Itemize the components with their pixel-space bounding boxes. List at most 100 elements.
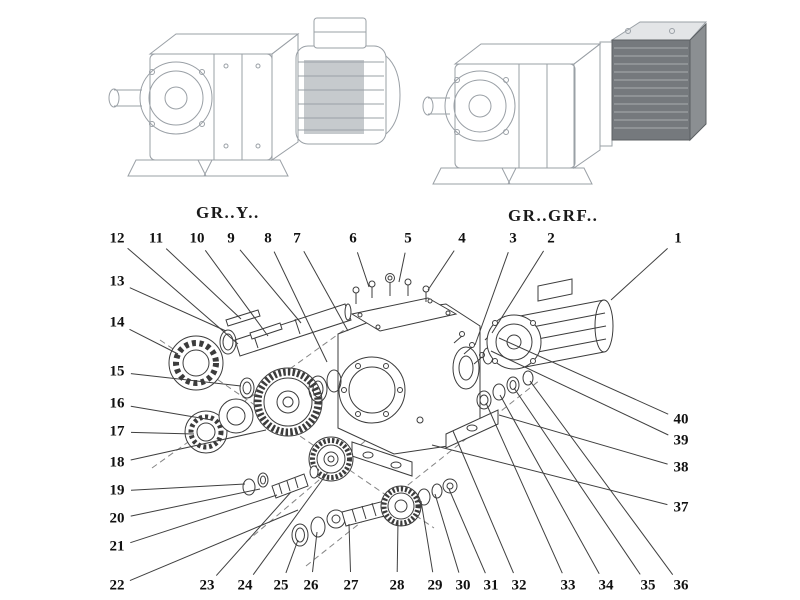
callout-number-30: 30	[456, 577, 471, 593]
part-gear-housing	[337, 297, 499, 477]
part-gear-medium	[308, 436, 354, 482]
leader-line-33	[485, 402, 563, 574]
part-motor	[486, 278, 614, 370]
leader-line-24	[252, 471, 329, 575]
callout-number-36: 36	[674, 577, 690, 593]
leader-line-4	[427, 250, 455, 291]
leader-line-11	[165, 248, 242, 320]
callout-number-7: 7	[293, 230, 301, 246]
leader-line-15	[130, 373, 242, 387]
part-retainer-rings	[417, 478, 458, 506]
callout-number-12: 12	[110, 230, 125, 246]
figure-title-gr-y: GR..Y..	[196, 203, 260, 222]
callout-number-31: 31	[484, 577, 499, 593]
part-pinion-small	[271, 465, 319, 499]
motor-assembled	[295, 17, 401, 145]
leader-line-6	[356, 252, 370, 288]
shaft-key-slot	[249, 322, 283, 340]
figure-title-gr-grf: GR..GRF..	[508, 206, 599, 225]
mounting-foot	[203, 159, 289, 177]
callout-number-26: 26	[304, 577, 320, 593]
leader-line-9	[239, 249, 302, 324]
callout-number-19: 19	[110, 482, 125, 498]
assembled-unit-gr-grf	[422, 21, 708, 185]
leader-line-36	[529, 380, 674, 575]
callout-number-16: 16	[110, 395, 126, 411]
callout-number-22: 22	[110, 577, 125, 593]
part-gear-large	[253, 367, 323, 437]
leader-line-35	[513, 387, 641, 575]
mounting-foot	[432, 167, 511, 185]
callout-number-39: 39	[674, 432, 689, 448]
terminal-box	[313, 17, 367, 49]
callout-number-5: 5	[404, 230, 412, 246]
eye-bolt	[385, 273, 395, 283]
callout-number-38: 38	[674, 459, 689, 475]
leader-line-13	[129, 287, 227, 332]
callout-number-29: 29	[428, 577, 443, 593]
output-shaft-end	[108, 88, 120, 108]
leader-line-29	[420, 500, 434, 573]
callout-number-24: 24	[238, 577, 254, 593]
leader-line-28	[396, 520, 399, 573]
part-cover-bolts	[352, 273, 430, 304]
callout-number-40: 40	[674, 411, 689, 427]
callout-number-6: 6	[349, 230, 357, 246]
leader-line-10	[204, 250, 269, 337]
callout-number-35: 35	[641, 577, 656, 593]
part-output-shaft	[234, 303, 352, 357]
part-spacer-washer	[239, 377, 255, 399]
callout-number-4: 4	[458, 230, 466, 246]
mounting-foot	[507, 167, 593, 185]
part-shim-washers	[242, 472, 269, 496]
terminal-box	[537, 278, 573, 302]
leader-line-19	[130, 483, 246, 491]
part-retaining-ring	[219, 329, 237, 355]
callout-number-20: 20	[110, 510, 125, 526]
leader-line-39	[490, 350, 669, 436]
leader-line-23	[215, 491, 292, 576]
callout-number-9: 9	[227, 230, 235, 246]
leader-line-14	[129, 328, 179, 355]
part-bearing-large	[168, 335, 224, 391]
leader-line-30	[434, 493, 460, 573]
callout-number-2: 2	[547, 230, 555, 246]
leader-line-21	[130, 494, 278, 544]
exploded-assembly	[151, 273, 614, 567]
callout-number-34: 34	[599, 577, 615, 593]
leader-line-26	[312, 531, 318, 573]
callout-number-32: 32	[512, 577, 527, 593]
leader-line-34	[499, 394, 600, 575]
callout-number-3: 3	[509, 230, 517, 246]
callout-number-33: 33	[561, 577, 576, 593]
callout-number-18: 18	[110, 454, 125, 470]
callout-number-15: 15	[110, 363, 125, 379]
leader-line-18	[130, 429, 267, 461]
callout-number-1: 1	[674, 230, 682, 246]
leader-line-7	[303, 250, 349, 332]
leader-line-1	[610, 248, 668, 301]
leader-line-16	[130, 405, 213, 421]
callout-number-17: 17	[110, 423, 126, 439]
leader-line-20	[130, 488, 261, 517]
leader-line-38	[498, 414, 668, 465]
callout-number-23: 23	[200, 577, 215, 593]
assembled-unit-gr-y	[108, 17, 401, 177]
leader-line-31	[448, 488, 486, 574]
leader-line-25	[285, 539, 299, 574]
part-bearing-pair	[184, 398, 254, 454]
callout-number-27: 27	[344, 577, 360, 593]
callout-number-25: 25	[274, 577, 289, 593]
leader-line-37	[431, 444, 668, 506]
leader-line-32	[452, 430, 514, 574]
callout-number-8: 8	[264, 230, 272, 246]
callout-number-10: 10	[190, 230, 205, 246]
part-motor-side-washers	[476, 370, 534, 410]
mounting-foot	[127, 159, 207, 177]
leader-line-5	[398, 252, 406, 283]
output-shaft-end	[422, 96, 434, 116]
part-seal-rings	[308, 369, 342, 403]
